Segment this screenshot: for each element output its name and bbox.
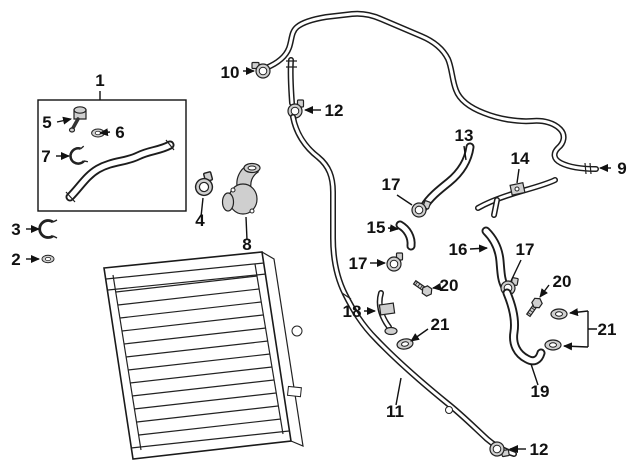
radiator-fin [123, 327, 267, 345]
callout-17-upper[interactable]: 17 [382, 175, 401, 194]
callout-19[interactable]: 19 [531, 382, 550, 401]
leader-line [510, 259, 522, 282]
callout-5[interactable]: 5 [42, 113, 51, 132]
leader-line [516, 168, 520, 184]
leader-line [463, 145, 467, 161]
leader-arrow [563, 342, 589, 351]
connector-14 [509, 181, 526, 196]
hose-15 [395, 220, 416, 251]
callout-12-bottom[interactable]: 12 [530, 440, 549, 459]
leader-arrow [99, 128, 111, 137]
radiator-fin [138, 418, 282, 436]
callout-14[interactable]: 14 [511, 149, 530, 168]
leader-line [245, 216, 248, 241]
callout-3[interactable]: 3 [11, 220, 20, 239]
leader-line [200, 197, 204, 218]
radiator-fin [136, 405, 279, 423]
leader-lines [26, 67, 611, 453]
leader-arrow [432, 282, 442, 291]
hose-19 [502, 288, 546, 366]
pipe-11-upper-end [286, 57, 297, 106]
radiator-side-tab [286, 385, 302, 398]
tube-18 [376, 290, 398, 336]
callout-15[interactable]: 15 [367, 218, 386, 237]
callout-2[interactable]: 2 [11, 250, 20, 269]
callout-10[interactable]: 10 [221, 63, 240, 82]
washer-21-left [395, 337, 415, 351]
bolt-20-right [524, 295, 545, 319]
hose-clamp-10 [251, 61, 271, 79]
radiator-fin [131, 379, 275, 397]
leader-arrow [56, 116, 72, 125]
washer-21-right-top [550, 308, 568, 320]
hose-16 [481, 226, 510, 292]
leader-arrow [469, 244, 488, 253]
leader-arrow [410, 328, 429, 342]
callout-4[interactable]: 4 [195, 211, 205, 230]
leader-line [530, 363, 539, 386]
radiator-side-port [291, 325, 303, 337]
radiator-fin [129, 366, 273, 384]
upper-hose-assembly-1 [65, 139, 175, 203]
leader-arrow [387, 224, 399, 233]
leader-arrow [569, 308, 589, 317]
radiator-fin [127, 353, 271, 371]
callout-8[interactable]: 8 [242, 235, 251, 254]
radiator-fin [121, 314, 264, 332]
radiator-fin [125, 340, 269, 358]
callout-12-top[interactable]: 12 [325, 101, 344, 120]
callout-11[interactable]: 11 [386, 402, 404, 421]
hose-clamp-17-left [386, 252, 404, 272]
retaining-clip-7 [67, 144, 90, 168]
radiator-fin [119, 301, 262, 319]
callout-16[interactable]: 16 [449, 240, 468, 259]
connector-fitting-5 [68, 106, 87, 133]
callout-1[interactable]: 1 [95, 71, 104, 90]
leader-bracket [587, 311, 597, 347]
leader-line [396, 194, 413, 206]
callout-labels: 1 5 6 7 3 2 4 8 10 12 9 13 14 17 15 17 1… [11, 63, 626, 459]
callout-13[interactable]: 13 [455, 126, 474, 145]
callout-20-right[interactable]: 20 [553, 272, 572, 291]
radiator-fin [133, 392, 277, 410]
hose-13 [419, 142, 475, 212]
overflow-hose-9 [263, 10, 599, 175]
callout-21-right[interactable]: 21 [598, 320, 617, 339]
radiator-tank-lines [105, 262, 290, 449]
leader-line [395, 377, 402, 406]
thermostat-housing-8 [221, 162, 261, 215]
bolt-20-left [411, 278, 435, 299]
part-1-box [37, 99, 187, 212]
washer-21-right-bottom [544, 339, 562, 351]
hose-clamp-4 [191, 170, 217, 199]
callout-7[interactable]: 7 [41, 147, 50, 166]
callout-21-left[interactable]: 21 [431, 315, 450, 334]
callout-18[interactable]: 18 [343, 302, 362, 321]
radiator-fin [117, 288, 260, 306]
radiator-depth-edge [261, 251, 304, 447]
callout-17-right[interactable]: 17 [516, 240, 535, 259]
radiator-fin [115, 275, 258, 293]
coolant-pipe-11 [290, 114, 517, 457]
o-ring-2 [41, 254, 55, 264]
leader-arrow [539, 284, 550, 298]
callout-17-left[interactable]: 17 [349, 254, 368, 273]
callout-20-left[interactable]: 20 [440, 276, 459, 295]
radiator-frame-lines [112, 263, 284, 451]
retaining-clip-3 [38, 218, 59, 240]
radiator [103, 251, 304, 460]
callout-9[interactable]: 9 [617, 159, 626, 178]
callout-6[interactable]: 6 [115, 123, 124, 142]
